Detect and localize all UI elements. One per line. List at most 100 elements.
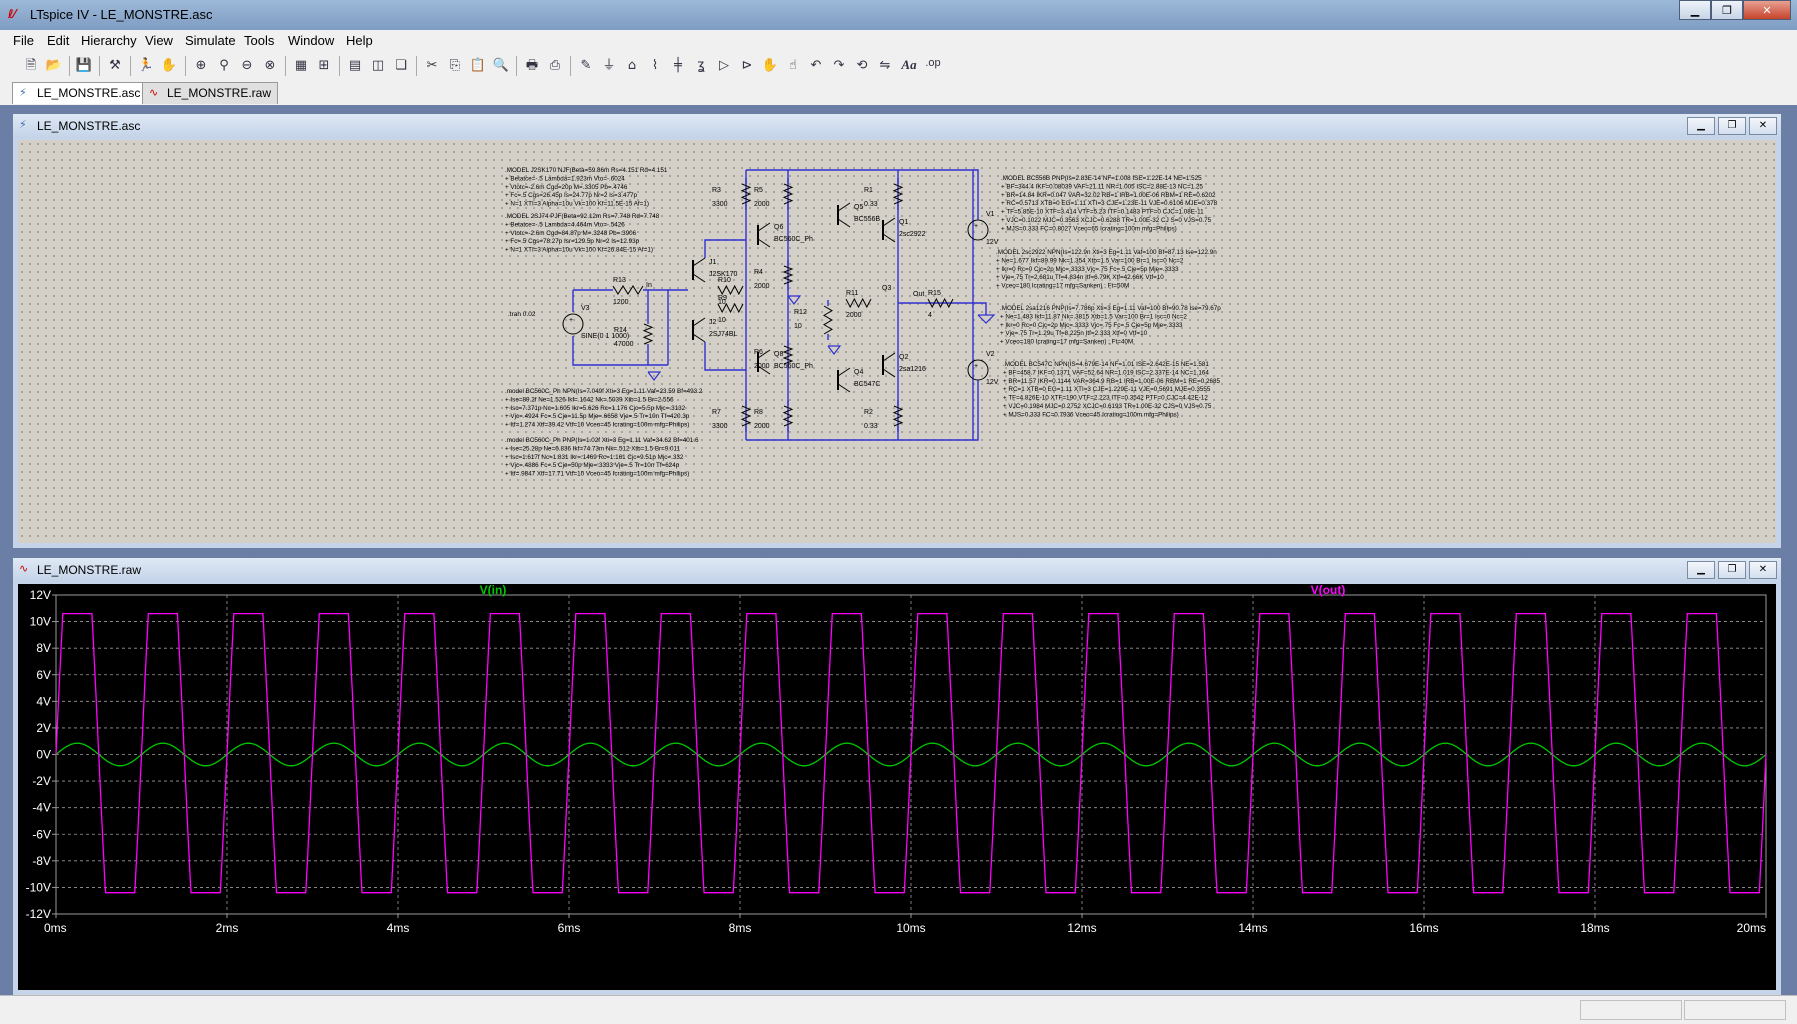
diode-icon[interactable]: ▷ bbox=[719, 58, 729, 73]
drag-icon[interactable]: ☝ bbox=[789, 58, 797, 73]
undo-icon[interactable]: ↶ bbox=[810, 58, 822, 73]
halt-icon[interactable]: ✋ bbox=[160, 58, 178, 73]
status-cell bbox=[1684, 1000, 1786, 1020]
open-icon[interactable]: 📂 bbox=[45, 58, 63, 73]
transistor-lead bbox=[837, 218, 851, 228]
spice-model-text: + Vtotc=-2.6m Cgd=84.87p M=.3248 Pb=.390… bbox=[505, 230, 637, 237]
label-net-icon[interactable]: ⌂ bbox=[627, 58, 637, 73]
resistor-symbol bbox=[782, 405, 794, 427]
menu-tools[interactable]: Tools bbox=[244, 33, 275, 48]
menu-help[interactable]: Help bbox=[346, 33, 373, 48]
wire bbox=[973, 380, 979, 441]
menu-view[interactable]: View bbox=[145, 33, 173, 48]
component-label: R15 bbox=[928, 290, 941, 297]
trace-legend-label: V(in) bbox=[480, 584, 507, 597]
cascade-icon[interactable]: ❏ bbox=[395, 58, 407, 73]
schematic-window: ⚡ LE_MONSTRE.asc ▁ ❐ ✕ .MODEL J2SK170 NJ… bbox=[12, 113, 1782, 549]
close-button[interactable]: ✕ bbox=[1743, 0, 1791, 20]
menu-simulate[interactable]: Simulate bbox=[185, 33, 236, 48]
resistor-symbol bbox=[892, 183, 904, 205]
component-value: 10 bbox=[794, 323, 802, 330]
resistor-symbol bbox=[740, 183, 752, 205]
toolbar-separator bbox=[69, 56, 70, 76]
zoom-in-icon[interactable]: ⊕ bbox=[195, 58, 207, 73]
maximize-button[interactable]: ❐ bbox=[1718, 561, 1746, 579]
close-button[interactable]: ✕ bbox=[1749, 561, 1777, 579]
ground-icon[interactable]: ⏚ bbox=[602, 58, 616, 73]
text-icon[interactable]: Aa bbox=[901, 57, 917, 72]
redo-icon[interactable]: ↷ bbox=[833, 58, 845, 73]
spice-directive-icon[interactable]: .op bbox=[925, 57, 941, 69]
capacitor-icon[interactable]: ╪ bbox=[674, 58, 682, 73]
draw-wire-icon[interactable]: ✎ bbox=[580, 58, 592, 73]
window-controls: ▁ ❐ ✕ bbox=[1679, 0, 1791, 20]
y-tick-label: -2V bbox=[32, 774, 51, 788]
zoom-out-icon[interactable]: ⊖ bbox=[241, 58, 253, 73]
paste-icon[interactable]: 📋 bbox=[469, 58, 487, 73]
grid-icon[interactable]: ⊞ bbox=[318, 58, 330, 73]
tab-waveform[interactable]: ∿ LE_MONSTRE.raw bbox=[142, 82, 279, 104]
component-label: V1 bbox=[986, 211, 995, 218]
resistor-icon[interactable]: ⌇ bbox=[651, 58, 659, 73]
transistor-lead bbox=[837, 383, 851, 393]
transistor-lead bbox=[882, 368, 896, 378]
ground-symbol bbox=[977, 314, 996, 324]
mirror-icon[interactable]: ⇋ bbox=[879, 58, 891, 73]
menu-file[interactable]: File bbox=[13, 33, 34, 48]
component-icon[interactable]: ⊳ bbox=[741, 58, 753, 73]
copy-icon[interactable]: ⎘ bbox=[449, 58, 461, 73]
component-model: 2sa1216 bbox=[899, 366, 926, 373]
net-label: Out bbox=[913, 291, 924, 298]
rotate-icon[interactable]: ⟲ bbox=[856, 58, 868, 73]
y-tick-label: -8V bbox=[32, 854, 51, 868]
menu-hierarchy[interactable]: Hierarchy bbox=[81, 33, 137, 48]
spice-model-text: + Ikr=0 Rc=0 Cjc=2p Mjc=.3333 Vjc=.75 Fc… bbox=[996, 266, 1179, 273]
tab-schematic[interactable]: ⚡ LE_MONSTRE.asc bbox=[12, 82, 148, 104]
component-value: 2000 bbox=[754, 423, 770, 430]
transistor-lead bbox=[692, 257, 706, 267]
minimize-button[interactable]: ▁ bbox=[1687, 117, 1715, 135]
zoom-fit-icon[interactable]: ⊗ bbox=[264, 58, 276, 73]
schematic-canvas[interactable]: .MODEL J2SK170 NJF(Beta=59.86m Rs=4.151 … bbox=[18, 140, 1776, 543]
control-panel-icon[interactable]: ⚒ bbox=[109, 58, 121, 73]
close-button[interactable]: ✕ bbox=[1749, 117, 1777, 135]
menu-edit[interactable]: Edit bbox=[47, 33, 70, 48]
toolbar-separator bbox=[570, 56, 571, 76]
autorange-icon[interactable]: ▦ bbox=[294, 58, 308, 73]
status-bar bbox=[0, 995, 1797, 1024]
cut-icon[interactable]: ✂ bbox=[426, 58, 438, 73]
zoom-pan-icon[interactable]: ⚲ bbox=[219, 58, 229, 73]
transistor-lead bbox=[757, 365, 771, 375]
component-label: R11 bbox=[846, 290, 858, 297]
maximize-button[interactable]: ❐ bbox=[1711, 0, 1743, 20]
save-icon[interactable]: 💾 bbox=[75, 58, 93, 73]
component-label: Q2 bbox=[899, 354, 908, 361]
print-icon[interactable]: ⎙ bbox=[549, 58, 561, 73]
polarity-label: + bbox=[974, 363, 978, 370]
menu-window[interactable]: Window bbox=[288, 33, 335, 48]
spice-model-text: + Vjc=.4886 Fc=.5 Cje=50p Mje=.3333 Vje=… bbox=[505, 462, 680, 469]
window-title: LTspice IV - LE_MONSTRE.asc bbox=[30, 7, 213, 22]
y-tick-label: 0V bbox=[36, 748, 51, 762]
print-preview-icon[interactable]: 🖶 bbox=[525, 58, 539, 73]
move-icon[interactable]: ✋ bbox=[761, 58, 779, 73]
find-icon[interactable]: 🔍 bbox=[492, 58, 510, 73]
y-tick-label: 10V bbox=[30, 615, 51, 629]
maximize-button[interactable]: ❐ bbox=[1718, 117, 1746, 135]
x-tick-label: 16ms bbox=[1409, 921, 1438, 935]
inductor-icon[interactable]: ʓ bbox=[697, 58, 705, 73]
new-schematic-icon[interactable]: 🗎 bbox=[25, 58, 37, 73]
waveform-icon: ∿ bbox=[149, 86, 159, 99]
tile-vertical-icon[interactable]: ◫ bbox=[371, 58, 385, 73]
minimize-button[interactable]: ▁ bbox=[1679, 0, 1711, 20]
waveform-window-titlebar[interactable]: ∿ LE_MONSTRE.raw ▁ ❐ ✕ bbox=[13, 558, 1781, 582]
run-icon[interactable]: 🏃 bbox=[137, 58, 155, 73]
minimize-button[interactable]: ▁ bbox=[1687, 561, 1715, 579]
toolbar-separator bbox=[99, 56, 100, 76]
tile-horizontal-icon[interactable]: ▤ bbox=[348, 58, 362, 73]
y-tick-label: 4V bbox=[36, 694, 51, 708]
toolbar-separator bbox=[416, 56, 417, 76]
schematic-window-titlebar[interactable]: ⚡ LE_MONSTRE.asc ▁ ❐ ✕ bbox=[13, 114, 1781, 138]
spice-model-text: + Isc=7.371p Nc=1.605 Ikr=5.626 Rc=1.176… bbox=[505, 405, 686, 412]
